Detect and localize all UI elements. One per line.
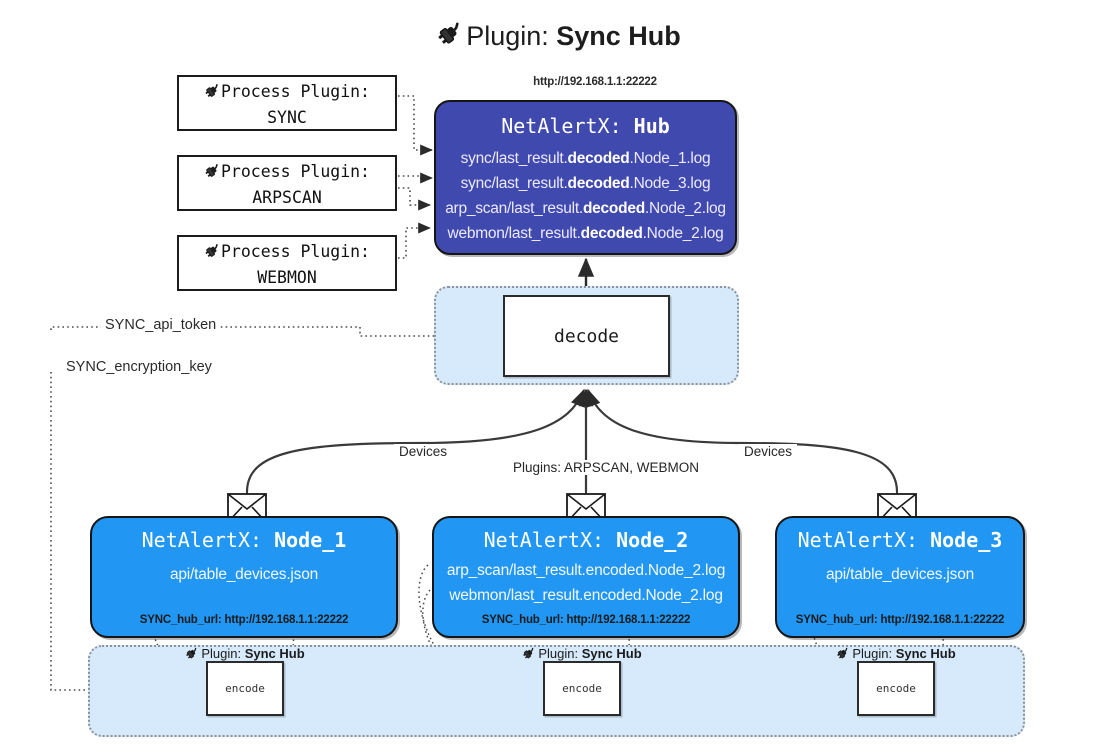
secret-api-token-label: SYNC_api_token (101, 317, 221, 333)
encode-caption-name: Sync Hub (895, 646, 956, 661)
node-file-list: api/table_devices.json (777, 562, 1023, 587)
edge-node3-to-decode (586, 388, 899, 493)
edge-label-devices-left: Devices (394, 444, 453, 459)
process-plugin-label: Process Plugin: (220, 82, 370, 101)
hub-title: NetAlertX: Hub (436, 114, 735, 138)
node-card-node1[interactable]: NetAlertX: Node_1 api/table_devices.json… (90, 516, 398, 638)
process-plugin-name: ARPSCAN (252, 188, 322, 207)
process-plugin-arpscan[interactable]: Process Plugin: ARPSCAN (177, 155, 397, 211)
plug-icon (522, 647, 536, 663)
node-title: NetAlertX: Node_2 (483, 528, 689, 552)
encode-caption-prefix: Plugin: (201, 646, 245, 661)
encode-caption-prefix: Plugin: (538, 646, 582, 661)
node-file-line: api/table_devices.json (825, 566, 975, 583)
edge-node1-to-decode (245, 388, 586, 493)
edge-label-devices-right: Devices (739, 444, 798, 459)
node-hub-url: SYNC_hub_url: http://192.168.1.1:22222 (139, 614, 349, 626)
hub-log-line: webmon/last_result.decoded.Node_2.log (447, 225, 724, 242)
encode-caption-name: Sync Hub (581, 646, 642, 661)
secret-encryption-key-label: SYNC_encryption_key (62, 359, 216, 375)
node-title: NetAlertX: Node_1 (141, 528, 347, 552)
page-title: Plugin: Sync Hub (0, 16, 1117, 56)
hub-log-line: sync/last_result.decoded.Node_1.log (460, 150, 711, 167)
hub-title-name: Hub (633, 114, 670, 138)
hub-log-list: sync/last_result.decoded.Node_1.log sync… (436, 146, 735, 246)
process-plugin-name: WEBMON (257, 268, 317, 287)
page-title-name: Sync Hub (556, 21, 681, 51)
encode-caption-name: Sync Hub (244, 646, 305, 661)
process-plugin-name: SYNC (267, 108, 307, 127)
node-file-list: arp_scan/last_result.encoded.Node_2.log … (434, 558, 738, 608)
node-title: NetAlertX: Node_3 (797, 528, 1003, 552)
edge-sync-to-hubline1 (398, 95, 433, 156)
node-hub-url: SYNC_hub_url: http://192.168.1.1:22222 (481, 614, 691, 626)
hub-url-label: http://192.168.1.1:22222 (533, 76, 657, 88)
process-plugin-label: Process Plugin: (220, 242, 370, 261)
node-file-list: api/table_devices.json (92, 562, 396, 587)
plug-icon (436, 18, 464, 58)
hub-title-prefix: NetAlertX: (501, 114, 634, 138)
encode-caption-node3: Plugin: Sync Hub (811, 645, 981, 661)
edge-arpscan-to-hubline3 (398, 187, 431, 211)
plug-icon (204, 161, 221, 187)
encode-box-node3[interactable]: encode (857, 661, 935, 716)
encode-box-node2[interactable]: encode (543, 661, 621, 716)
edge-webmon-to-hubline4 (398, 222, 431, 259)
edge-arpscan-to-hubline2 (398, 172, 433, 184)
hub-node[interactable]: NetAlertX: Hub sync/last_result.decoded.… (434, 100, 737, 255)
plug-icon (836, 647, 850, 663)
node-card-node2[interactable]: NetAlertX: Node_2 arp_scan/last_result.e… (432, 516, 740, 638)
plug-icon (204, 81, 221, 107)
decode-box[interactable]: decode (503, 295, 670, 377)
node-file-line: api/table_devices.json (169, 566, 319, 583)
edge-label-plugins-mid: Plugins: ARPSCAN, WEBMON (508, 460, 705, 475)
encode-caption-node2: Plugin: Sync Hub (497, 645, 667, 661)
process-plugin-webmon[interactable]: Process Plugin: WEBMON (177, 235, 397, 291)
plug-icon (204, 241, 221, 267)
node-file-line: arp_scan/last_result.encoded.Node_2.log (446, 562, 726, 579)
page-title-prefix: Plugin: (466, 21, 557, 51)
encode-box-node1[interactable]: encode (206, 661, 284, 716)
node-card-node3[interactable]: NetAlertX: Node_3 api/table_devices.json… (775, 516, 1025, 638)
plug-icon (185, 647, 199, 663)
node-hub-url: SYNC_hub_url: http://192.168.1.1:22222 (795, 614, 1005, 626)
encode-caption-prefix: Plugin: (852, 646, 896, 661)
process-plugin-sync[interactable]: Process Plugin: SYNC (177, 75, 397, 131)
hub-log-line: sync/last_result.decoded.Node_3.log (460, 175, 711, 192)
node-file-line: webmon/last_result.encoded.Node_2.log (449, 587, 723, 604)
edge-proc-to-hub-group (398, 95, 433, 259)
edge-nodes-to-decode-group (245, 388, 899, 493)
process-plugin-label: Process Plugin: (220, 162, 370, 181)
hub-log-line: arp_scan/last_result.decoded.Node_2.log (445, 200, 726, 217)
encode-caption-node1: Plugin: Sync Hub (160, 645, 330, 661)
